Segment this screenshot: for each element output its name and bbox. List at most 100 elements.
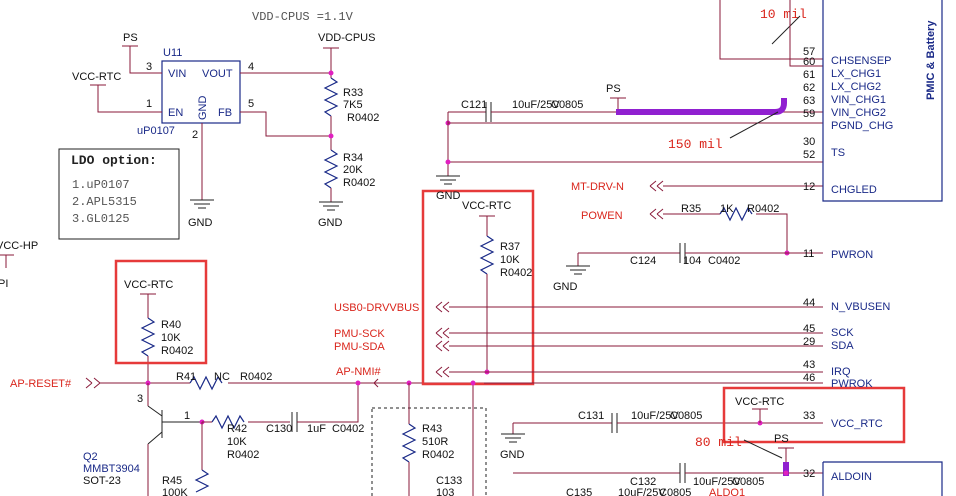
c135-ref[interactable]: C135 [566, 487, 592, 496]
ldo-pinnum-fb: 5 [248, 98, 254, 110]
r35-pkg: R0402 [747, 203, 779, 215]
mt-drv-label[interactable]: MT-DRV-N [571, 181, 624, 193]
r33-ref[interactable]: R33 [343, 87, 363, 99]
pmic-pin-num-29: 29 [803, 336, 815, 348]
pmic-pin-name-irq: IRQ [831, 366, 851, 378]
ldo-ps-label: PS [123, 32, 138, 44]
ldo-u11[interactable]: U11 uP0107 VIN VOUT EN FB GND 3 4 1 5 2 [137, 47, 254, 141]
pmic-pin-num-12: 12 [803, 181, 815, 193]
vdd-cpus-label: VDD-CPUS [318, 32, 375, 44]
c135-pkg: C0805 [659, 487, 691, 496]
c132-ref[interactable]: C132 [630, 476, 656, 488]
pmic-pin-list: 5760616263593052121144452943463332CHSENS… [803, 46, 893, 483]
pmic-pin-name-aldoin: ALDOIN [831, 471, 872, 483]
r37-ref[interactable]: R37 [500, 241, 520, 253]
powen-label[interactable]: POWEN [581, 210, 623, 222]
r43-ref[interactable]: R43 [422, 423, 442, 435]
pmic-pin-num-63: 63 [803, 95, 815, 107]
c132-ps-label: PS [774, 433, 789, 445]
pmic-pin-name-chgled: CHGLED [831, 184, 877, 196]
c133-ref[interactable]: C133 [436, 475, 462, 487]
ap-reset-label[interactable]: AP-RESET# [10, 378, 72, 390]
ldo-option-1: 1.uP0107 [72, 178, 130, 192]
ap-nmi-label[interactable]: AP-NMI# [336, 366, 382, 378]
highlight-r37 [421, 189, 535, 386]
pmic-pin-name-n_vbusen: N_VBUSEN [831, 301, 890, 313]
c131-gnd-label: GND [500, 449, 525, 461]
pmic-pin-num-46: 46 [803, 372, 815, 384]
pi-label: PI [0, 278, 8, 290]
ldo-body [161, 60, 241, 124]
r40-value: 10K [161, 332, 181, 344]
q2-pin1: 1 [184, 410, 190, 422]
pmic-pin-num-60: 60 [803, 56, 815, 68]
usb0-label[interactable]: USB0-DRVVBUS [334, 302, 419, 314]
pmic-pin-num-44: 44 [803, 297, 815, 309]
q2-ref[interactable]: Q2 [83, 451, 98, 463]
c124-ref[interactable]: C124 [630, 255, 656, 267]
pmic-pin-name-sck: SCK [831, 327, 854, 339]
150mil-bus [616, 98, 787, 115]
r37-pkg: R0402 [500, 267, 532, 279]
r34-ref[interactable]: R34 [343, 152, 363, 164]
ldo-pinnum-vin: 3 [146, 61, 152, 73]
pmic-pin-num-45: 45 [803, 323, 815, 335]
r40-ref[interactable]: R40 [161, 319, 181, 331]
pmic-block[interactable]: PMIC & Battery [822, 0, 943, 496]
aldo1-label[interactable]: ALDO1 [709, 487, 745, 496]
ldo-pin-fb: FB [218, 107, 232, 119]
10mil-label: 10 mil [760, 7, 807, 22]
ldo-ref: U11 [163, 47, 182, 59]
c130-ref[interactable]: C130 [266, 423, 292, 435]
c132-value: 10uF/25V [693, 476, 741, 488]
c124-pkg: C0402 [708, 255, 740, 267]
c121-ps-label: PS [606, 83, 621, 95]
ldo-vcc-rtc-label: VCC-RTC [72, 71, 121, 83]
r41-pkg: R0402 [240, 371, 272, 383]
ldo-pin-en: EN [168, 107, 183, 119]
r40-pkg: R0402 [161, 345, 193, 357]
ldo-option-2: 2.APL5315 [72, 195, 137, 209]
c135-value: 10uF/25V [618, 487, 666, 496]
r45-ref[interactable]: R45 [162, 475, 182, 487]
pmic-pin-num-33: 33 [803, 410, 815, 422]
r43-pkg: R0402 [422, 449, 454, 461]
q2-part: MMBT3904 [83, 463, 140, 475]
r35-ref[interactable]: R35 [681, 203, 701, 215]
r43-value: 510R [422, 436, 448, 448]
150mil-label: 150 mil [668, 137, 723, 152]
ldo-option-title: LDO option: [71, 153, 157, 168]
pmic-pin-name-pwrok: PWROK [831, 378, 873, 390]
c131-ref[interactable]: C131 [578, 410, 604, 422]
c124-value: 104 [683, 255, 701, 267]
c132-pkg: C0805 [732, 476, 764, 488]
c121-pkg: C0805 [551, 99, 583, 111]
c121-value: 10uF/25V [512, 99, 560, 111]
r35-value: 1K [720, 203, 734, 215]
r41-ref[interactable]: R41 [176, 371, 196, 383]
r43-c133-dashed-box [371, 407, 487, 496]
r42-ref[interactable]: R42 [227, 423, 247, 435]
r42-value: 10K [227, 436, 247, 448]
ldo-pinnum-en: 1 [146, 98, 152, 110]
c130-pkg: C0402 [332, 423, 364, 435]
80mil-label: 80 mil [695, 435, 742, 450]
pmic-pin-num-61: 61 [803, 69, 815, 81]
ldo-pinnum-gnd: 2 [192, 129, 198, 141]
pmic-pin-name-vin_chg2: VIN_CHG2 [831, 107, 886, 119]
pmic-pin-num-52: 52 [803, 149, 815, 161]
pmu-sck-label[interactable]: PMU-SCK [334, 328, 385, 340]
ldo-pin-gnd: GND [197, 96, 209, 121]
pmic-pin-num-30: 30 [803, 136, 815, 148]
pmic-pin-name-vcc_rtc: VCC_RTC [831, 418, 883, 430]
ldo-part: uP0107 [137, 125, 175, 137]
c121-ref[interactable]: C121 [461, 99, 487, 111]
vdd-cpus-gnd-label: GND [318, 217, 343, 229]
pmu-sda-label[interactable]: PMU-SDA [334, 341, 385, 353]
r37-value: 10K [500, 254, 520, 266]
c124-gnd-label: GND [553, 281, 578, 293]
pmic-pin-num-43: 43 [803, 359, 815, 371]
ldo-pin-vout: VOUT [202, 68, 233, 80]
c133-value: 103 [436, 487, 454, 496]
r33-value: 7K5 [343, 99, 363, 111]
